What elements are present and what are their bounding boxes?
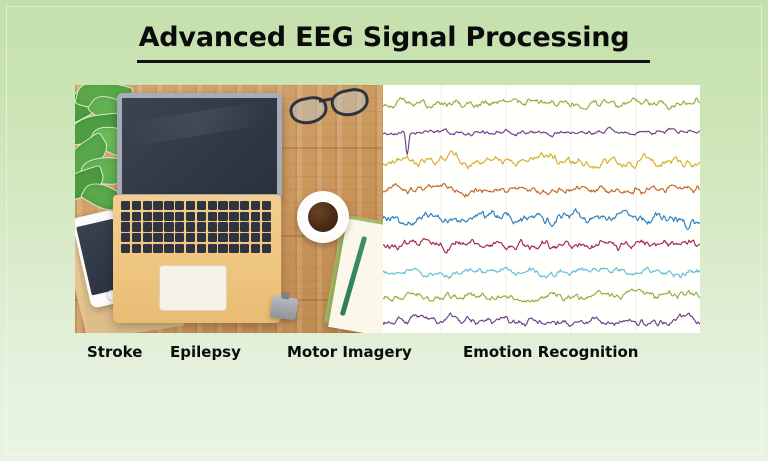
- keyboard-key: [218, 233, 228, 243]
- application-label-stroke: Stroke: [87, 343, 143, 361]
- keyboard-key: [229, 243, 239, 253]
- keyboard-key: [207, 201, 217, 211]
- keyboard-key: [229, 201, 239, 211]
- keyboard-key: [142, 201, 152, 211]
- keyboard-key: [153, 243, 163, 253]
- keyboard-key: [250, 243, 261, 253]
- keyboard-key: [207, 211, 217, 221]
- keyboard-key: [175, 233, 185, 243]
- eeg-plot-svg: [383, 85, 700, 333]
- media-band: [75, 85, 700, 333]
- keyboard-key: [185, 201, 196, 211]
- eeg-trace: [383, 97, 700, 111]
- keyboard-key: [185, 222, 196, 232]
- keyboard-key: [250, 222, 261, 232]
- keyboard-key: [261, 222, 271, 232]
- keyboard-key: [207, 233, 217, 243]
- keyboard-key: [250, 201, 261, 211]
- keyboard-key: [240, 222, 250, 232]
- keyboard-key: [240, 233, 250, 243]
- application-label-emotion-recognition: Emotion Recognition: [463, 343, 639, 361]
- keyboard-key: [142, 243, 152, 253]
- coffee-liquid: [308, 202, 338, 232]
- title-underline-rule: [137, 60, 650, 63]
- eeg-trace: [383, 150, 700, 170]
- keyboard-key: [175, 222, 185, 232]
- application-labels-row: Stroke Epilepsy Motor Imagery Emotion Re…: [75, 342, 700, 366]
- keyboard-key: [261, 211, 271, 221]
- laptop-keyboard: [121, 201, 271, 253]
- keyboard-key: [240, 243, 250, 253]
- laptop-base: [113, 195, 281, 323]
- keyboard-key: [250, 211, 261, 221]
- application-label-motor-imagery: Motor Imagery: [287, 343, 412, 361]
- keyboard-key: [250, 233, 261, 243]
- title-block: Advanced EEG Signal Processing: [0, 22, 768, 54]
- keyboard-key: [164, 201, 174, 211]
- application-label-epilepsy: Epilepsy: [170, 343, 241, 361]
- keyboard-key: [121, 211, 131, 221]
- keyboard-key: [121, 201, 131, 211]
- keyboard-key: [240, 211, 250, 221]
- keyboard-key: [196, 233, 207, 243]
- keyboard-key: [131, 211, 142, 221]
- keyboard-key: [229, 211, 239, 221]
- keyboard-key: [153, 211, 163, 221]
- keyboard-key: [261, 201, 271, 211]
- keyboard-key: [240, 201, 250, 211]
- keyboard-key: [261, 233, 271, 243]
- keyboard-key: [175, 201, 185, 211]
- keyboard-key: [142, 211, 152, 221]
- keyboard-key: [131, 201, 142, 211]
- laptop-trackpad: [159, 265, 227, 311]
- keyboard-key: [196, 222, 207, 232]
- eeg-trace: [383, 312, 700, 328]
- keyboard-key: [175, 243, 185, 253]
- eeg-trace: [383, 182, 700, 198]
- keyboard-key: [142, 233, 152, 243]
- keyboard-key: [153, 201, 163, 211]
- keyboard-key: [131, 233, 142, 243]
- keyboard-key: [164, 222, 174, 232]
- laptop-screen: [105, 93, 309, 199]
- keyboard-key: [207, 222, 217, 232]
- keyboard-key: [121, 222, 131, 232]
- keyboard-key: [121, 243, 131, 253]
- binder-clip: [269, 295, 299, 321]
- keyboard-key: [229, 233, 239, 243]
- page-title: Advanced EEG Signal Processing: [138, 22, 630, 53]
- keyboard-key: [164, 233, 174, 243]
- keyboard-key: [185, 243, 196, 253]
- keyboard-key: [218, 211, 228, 221]
- keyboard-key: [164, 211, 174, 221]
- keyboard-key: [196, 243, 207, 253]
- keyboard-key: [121, 233, 131, 243]
- eeg-trace: [383, 266, 700, 279]
- eeg-plot: [383, 85, 700, 333]
- keyboard-key: [142, 222, 152, 232]
- keyboard-key: [196, 211, 207, 221]
- eeg-trace: [383, 237, 700, 254]
- desk-photo: [75, 85, 383, 333]
- keyboard-key: [261, 243, 271, 253]
- keyboard-key: [218, 243, 228, 253]
- keyboard-key: [153, 222, 163, 232]
- keyboard-key: [185, 211, 196, 221]
- keyboard-key: [153, 233, 163, 243]
- keyboard-key: [229, 222, 239, 232]
- eeg-trace: [383, 126, 700, 155]
- keyboard-key: [164, 243, 174, 253]
- keyboard-key: [196, 201, 207, 211]
- keyboard-key: [207, 243, 217, 253]
- keyboard-key: [175, 211, 185, 221]
- keyboard-key: [131, 243, 142, 253]
- keyboard-key: [185, 233, 196, 243]
- keyboard-key: [218, 222, 228, 232]
- eeg-trace: [383, 288, 700, 303]
- keyboard-key: [131, 222, 142, 232]
- keyboard-key: [218, 201, 228, 211]
- eeg-trace: [383, 208, 700, 230]
- laptop-screen-glare: [105, 93, 309, 150]
